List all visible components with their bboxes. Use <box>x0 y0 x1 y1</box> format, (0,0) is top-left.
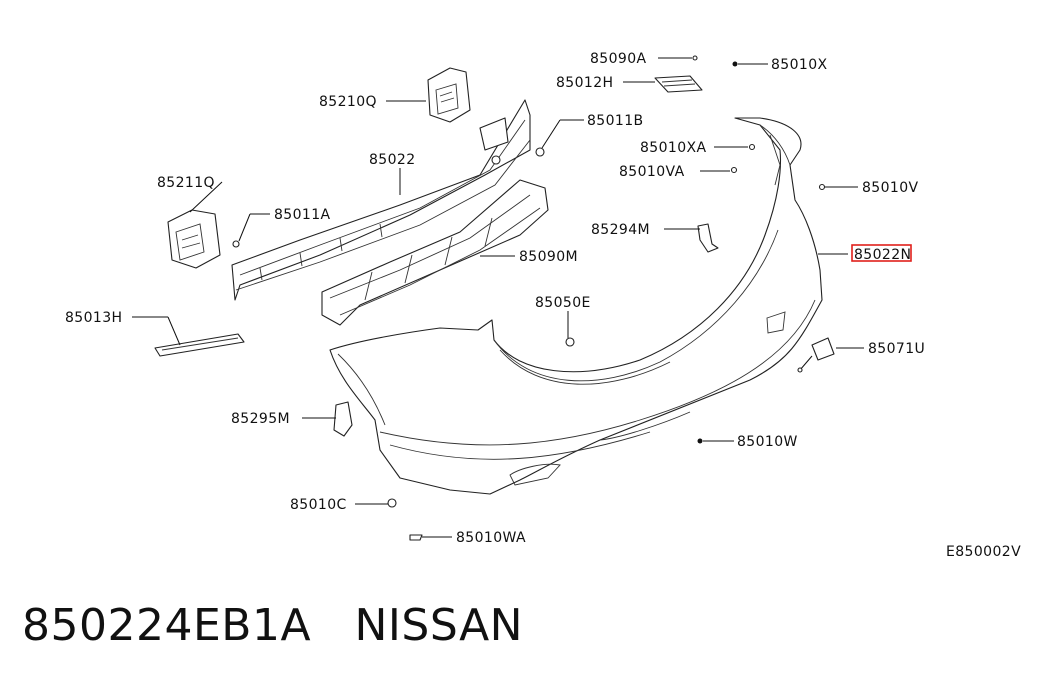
callout-85050E[interactable]: 85050E <box>535 295 591 311</box>
callout-85012H[interactable]: 85012H <box>556 75 613 91</box>
bracket-85211Q <box>167 209 221 269</box>
callout-85011A[interactable]: 85011A <box>274 207 331 223</box>
callout-85010X[interactable]: 85010X <box>771 57 828 73</box>
reflector-85012H <box>654 75 703 93</box>
callout-85295M[interactable]: 85295M <box>231 411 290 427</box>
reflector-85013H <box>154 333 245 357</box>
callout-85022[interactable]: 85022 <box>369 152 416 168</box>
callout-85013H[interactable]: 85013H <box>65 310 122 326</box>
rear-bumper-fascia <box>329 117 823 495</box>
callout-85211Q[interactable]: 85211Q <box>157 175 215 191</box>
callout-85010W[interactable]: 85010W <box>737 434 798 450</box>
energy-absorber <box>321 179 549 326</box>
callout-85010XA[interactable]: 85010XA <box>640 140 707 156</box>
brand-name: NISSAN <box>354 600 524 651</box>
part-number: 850224EB1A <box>22 600 312 651</box>
callout-85010C[interactable]: 85010C <box>290 497 347 513</box>
callout-85022N[interactable]: 85022N <box>854 247 911 263</box>
leader-lines <box>132 57 864 538</box>
bracket-85210Q <box>427 67 471 123</box>
callout-85090A[interactable]: 85090A <box>590 51 647 67</box>
fasteners <box>232 55 826 541</box>
callout-85010VA[interactable]: 85010VA <box>619 164 685 180</box>
bracket-85295M <box>333 401 353 437</box>
figure-code: E850002V <box>946 544 1021 560</box>
callout-85010WA[interactable]: 85010WA <box>456 530 526 546</box>
callout-85011B[interactable]: 85011B <box>587 113 644 129</box>
bumper-reinforcement <box>231 99 531 301</box>
callout-85022N-highlight <box>851 244 912 262</box>
tow-hook-cover <box>797 337 835 373</box>
callout-85010V[interactable]: 85010V <box>862 180 919 196</box>
bracket-85294M <box>697 223 719 253</box>
callout-85071U[interactable]: 85071U <box>868 341 925 357</box>
callout-85210Q[interactable]: 85210Q <box>319 94 377 110</box>
callout-85294M[interactable]: 85294M <box>591 222 650 238</box>
footer-caption: 850224EB1A NISSAN <box>22 600 523 651</box>
callout-85090M[interactable]: 85090M <box>519 249 578 265</box>
callout-labels: 85090A 85010X 85012H 85210Q 85011B 85010… <box>65 51 1021 560</box>
